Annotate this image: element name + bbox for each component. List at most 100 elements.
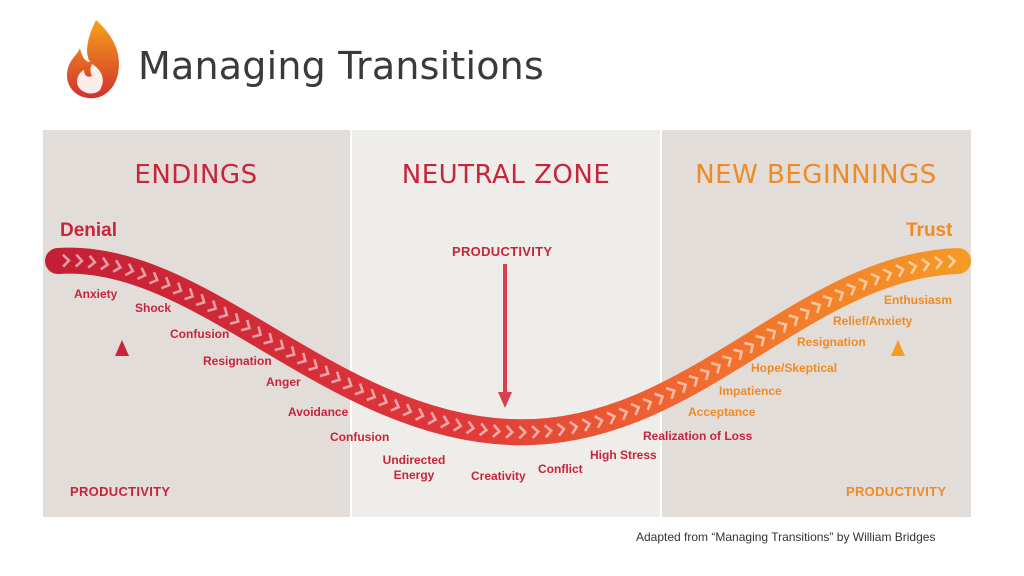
curve-chevron — [427, 411, 438, 425]
curve-chevron — [581, 418, 592, 432]
stage-label: Realization of Loss — [643, 429, 753, 443]
curve-chevron — [402, 403, 413, 417]
curve-chevron — [556, 422, 566, 437]
curve-chevron — [296, 352, 307, 365]
curve-chevron — [342, 377, 353, 390]
curve-chevron — [688, 374, 699, 387]
curve-chevron — [378, 393, 389, 407]
curve-chevron — [74, 253, 84, 268]
curve-chevron — [319, 365, 330, 378]
new-beginnings-panel — [662, 130, 971, 517]
curve-chevron — [710, 361, 722, 374]
curve-chevron — [811, 301, 822, 314]
productivity-up-arrow-left — [115, 340, 129, 478]
curve-chevron — [822, 294, 833, 308]
curve-chevron — [569, 420, 579, 435]
curve-chevron — [112, 259, 123, 273]
curve-chevron — [799, 307, 810, 320]
curve-chevron — [124, 262, 135, 277]
productivity-label-left: PRODUCTIVITY — [70, 484, 171, 499]
stage-label: Undirected Energy — [382, 453, 446, 482]
curve-chevron — [207, 300, 218, 313]
curve-chevron — [195, 293, 206, 307]
curve-chevron — [642, 397, 653, 411]
stage-label: Hope/Skeptical — [751, 361, 838, 375]
curve-chevron — [947, 254, 957, 269]
curve-chevron — [308, 358, 319, 372]
curve-chevron — [654, 392, 665, 406]
productivity-down-arrow-middle — [498, 264, 512, 408]
productivity-up-arrow-right — [891, 340, 905, 478]
stage-label: Confusion — [330, 430, 390, 444]
curve-chevron — [263, 332, 274, 345]
curve-chevron — [505, 424, 515, 439]
curve-chevron — [136, 267, 147, 281]
curve-chevron — [252, 326, 263, 339]
curve-chevron — [846, 283, 857, 296]
productivity-label-middle: PRODUCTIVITY — [452, 244, 553, 259]
curve-chevron — [895, 264, 905, 278]
curve-chevron — [882, 268, 893, 282]
endings-panel — [43, 130, 350, 517]
curve-chevron — [99, 256, 110, 271]
phase-title-new-beginnings: NEW BEGINNINGS — [695, 160, 937, 190]
curve-chevron — [606, 411, 617, 425]
stage-label: Enthusiasm — [884, 293, 953, 307]
stage-label: High Stress — [590, 448, 657, 462]
curve-chevron — [531, 425, 541, 439]
curve-chevron — [390, 398, 401, 412]
trust-label: Trust — [906, 220, 953, 241]
curve-chevron — [907, 260, 918, 275]
stage-label: Shock — [135, 301, 172, 315]
curve-chevron — [491, 424, 502, 438]
curve-chevron — [87, 254, 97, 269]
stage-label: Confusion — [170, 327, 230, 341]
curve-chevron — [61, 253, 71, 268]
curve-chevron — [777, 321, 788, 333]
phase-title-neutral-zone: NEUTRAL ZONE — [401, 160, 611, 190]
stage-label: Resignation — [203, 354, 272, 368]
phase-title-endings: ENDINGS — [134, 160, 258, 190]
stage-label: Anger — [266, 375, 301, 389]
page-title: Managing Transitions — [138, 44, 544, 88]
curve-chevron — [618, 407, 629, 421]
stage-label: Impatience — [719, 384, 782, 398]
curve-chevron — [518, 425, 528, 440]
curve-chevron — [465, 420, 476, 435]
curve-chevron — [184, 287, 195, 301]
stage-label: Resignation — [797, 335, 866, 349]
curve-chevron — [218, 306, 229, 319]
curve-chevron — [858, 277, 869, 291]
stage-label: Conflict — [538, 462, 583, 476]
curve-chevron — [630, 402, 641, 416]
curve-chevron — [870, 272, 881, 286]
source-credit: Adapted from “Managing Transitions” by W… — [636, 530, 936, 544]
curve-chevrons — [61, 253, 957, 440]
curve-chevron — [722, 355, 733, 368]
curve-chevron — [285, 345, 296, 358]
stage-label: Acceptance — [688, 405, 756, 419]
curve-chevron — [148, 271, 159, 285]
curve-chevron — [766, 327, 777, 340]
curve-chevron — [160, 276, 171, 290]
curve-chevron — [414, 407, 425, 421]
curve-chevron — [677, 380, 688, 394]
curve-chevron — [594, 415, 604, 429]
curve-chevron — [920, 257, 931, 272]
stage-label: Anxiety — [74, 287, 118, 301]
curve-chevron — [354, 383, 365, 396]
flame-logo-icon — [66, 20, 120, 99]
stage-label: Avoidance — [288, 405, 349, 419]
curve-chevron — [274, 339, 285, 352]
curve-chevron — [452, 418, 463, 432]
curve-chevron — [331, 371, 342, 384]
curve-chevron — [478, 422, 489, 437]
curve-chevron — [934, 255, 944, 270]
stage-label: Relief/Anxiety — [833, 314, 913, 328]
curve-chevron — [755, 334, 766, 347]
curve-chevron — [366, 388, 377, 402]
curve-chevron — [543, 424, 554, 439]
curve-chevron — [229, 312, 240, 325]
curve-chevron — [240, 319, 251, 332]
